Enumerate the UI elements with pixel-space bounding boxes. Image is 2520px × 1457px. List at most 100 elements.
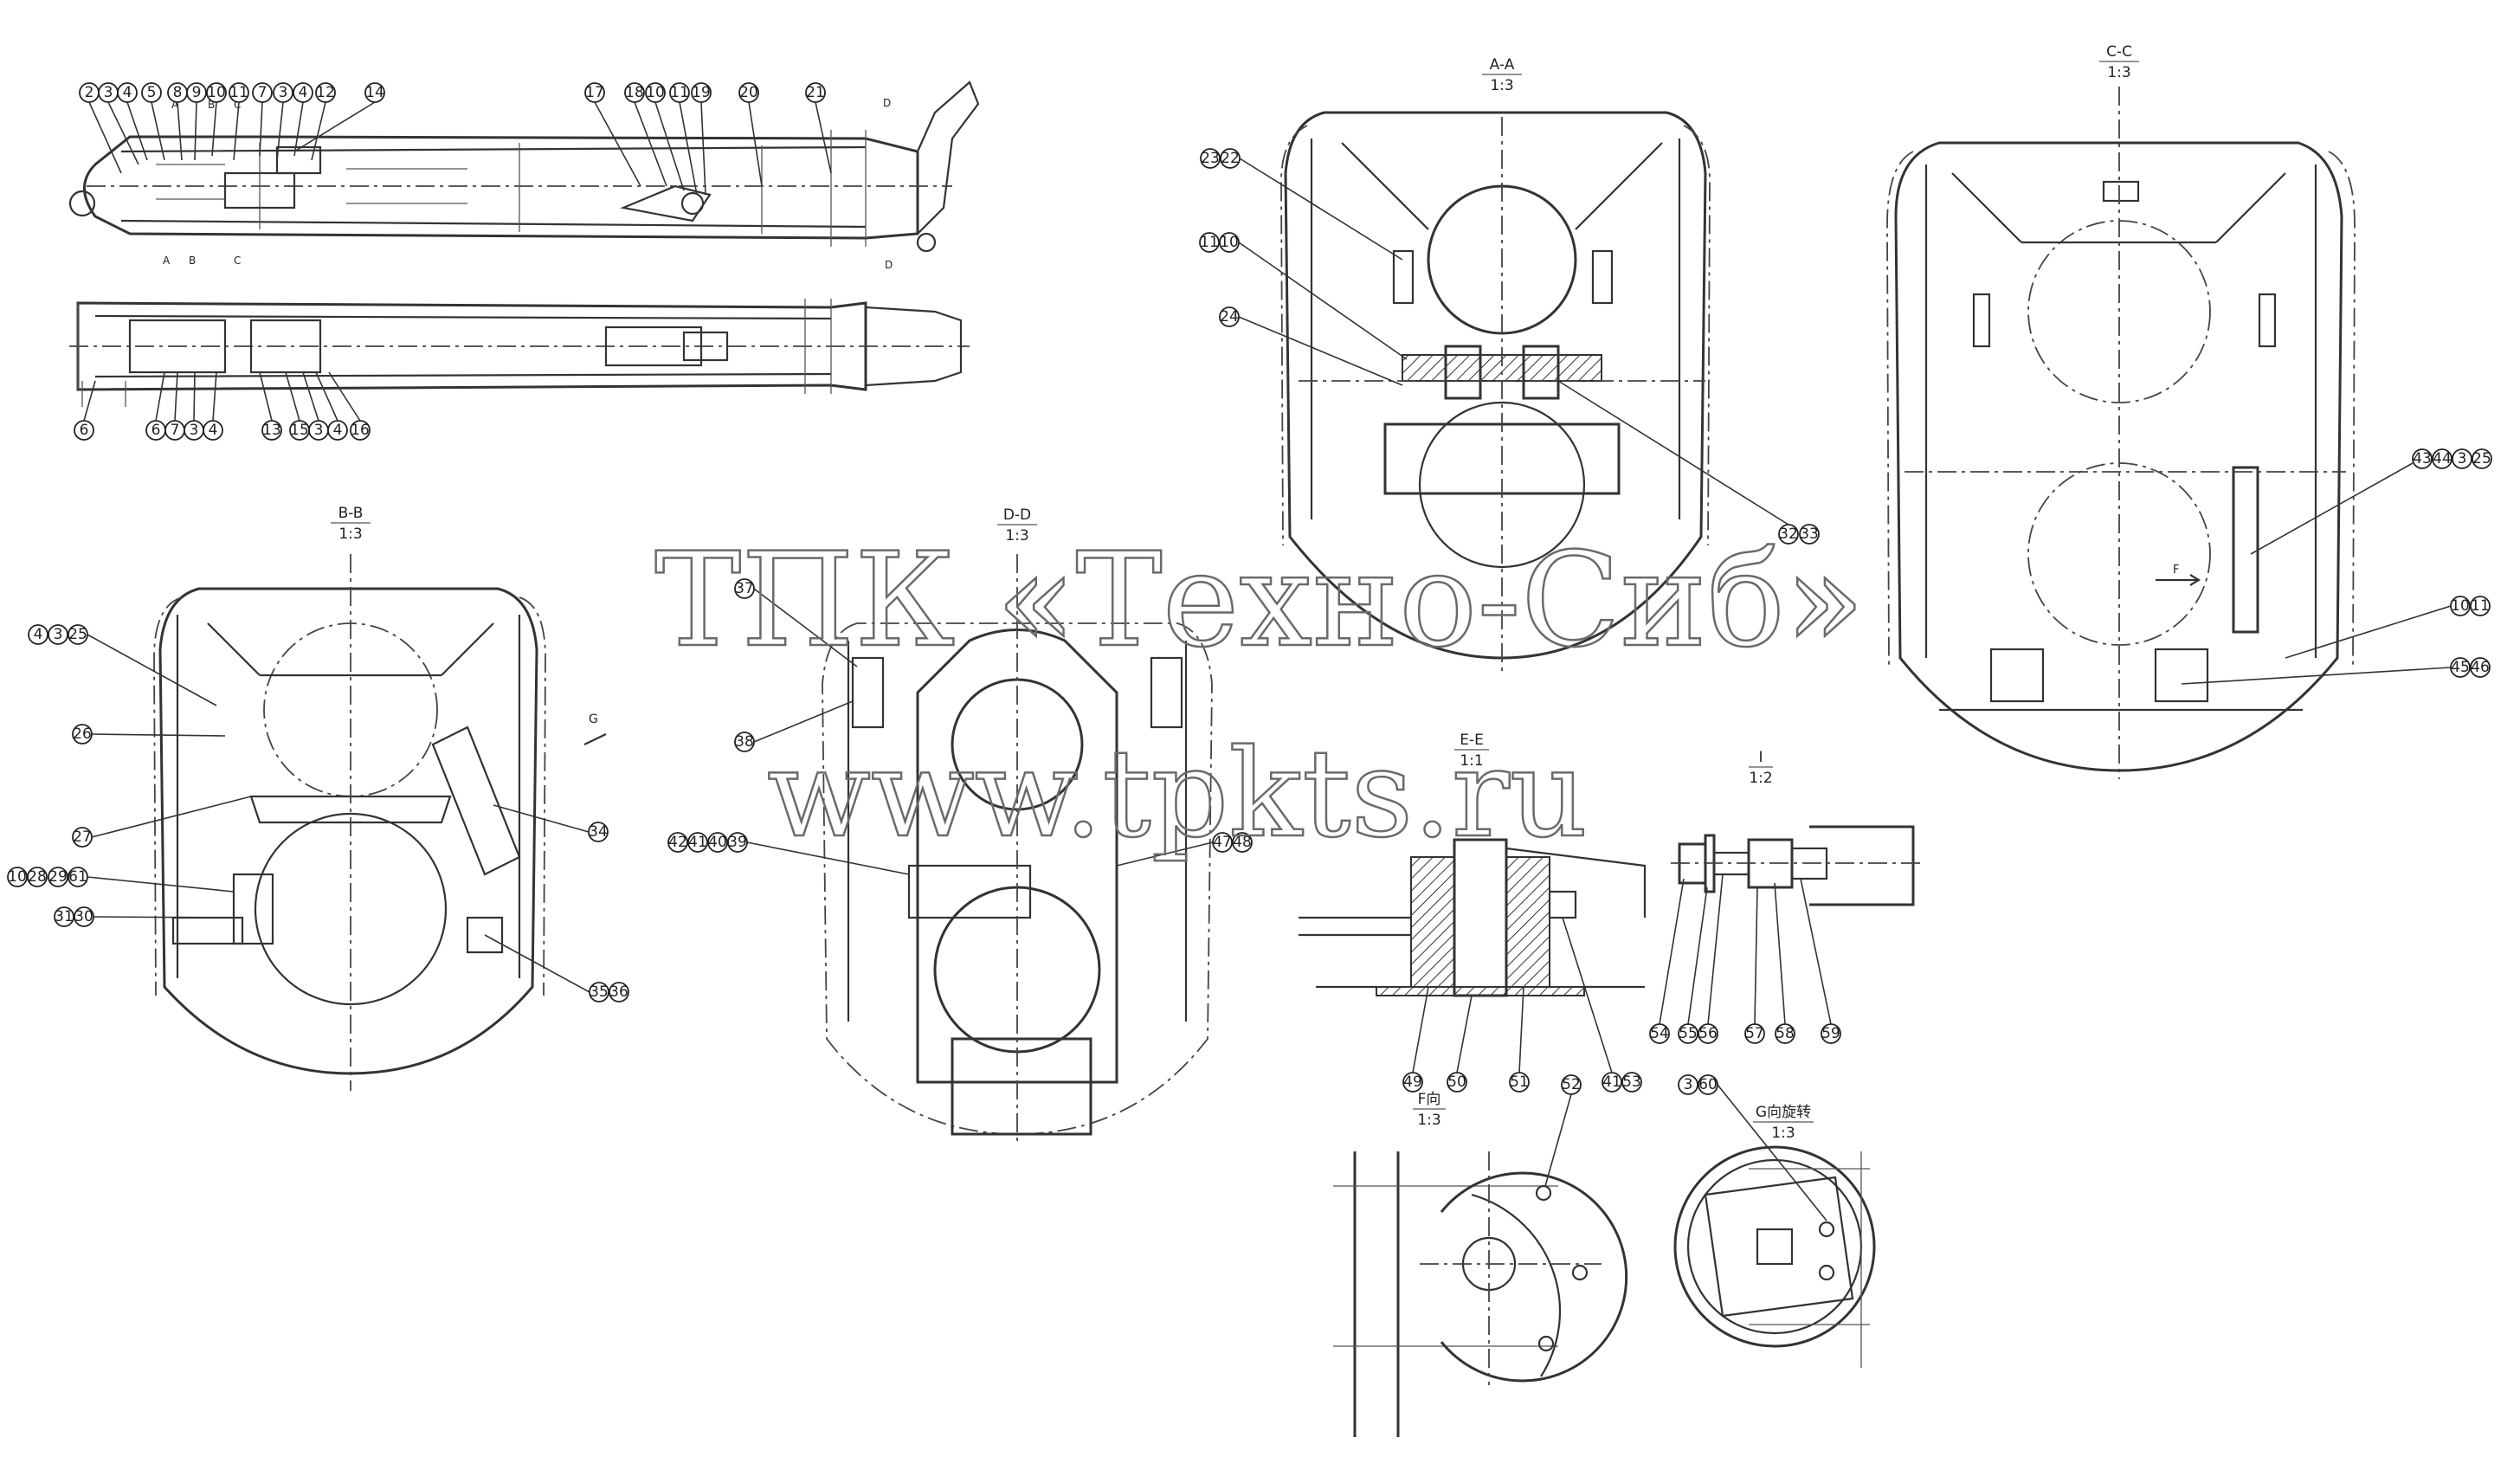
callout-bubble: 4 <box>117 82 138 103</box>
callout-bubble: 28 <box>27 867 48 887</box>
callout-bubble: 17 <box>584 82 605 103</box>
svg-text:60: 60 <box>1698 1076 1718 1093</box>
detail-i-title: I <box>1758 749 1763 766</box>
callout-bubble: 8 <box>167 82 188 103</box>
leaders-a-a <box>1238 158 1789 525</box>
svg-text:30: 30 <box>74 908 93 925</box>
svg-text:10: 10 <box>8 868 27 886</box>
callout-bubble: 25 <box>2472 448 2492 469</box>
svg-text:35: 35 <box>590 983 609 1001</box>
callout-bubble: 14 <box>364 82 385 103</box>
callouts-e-e: 49 50 51 41 53 <box>1402 1072 1642 1093</box>
callout-bubble: 22 <box>1220 148 1241 169</box>
section-a-a-scale: 1:3 <box>1490 77 1513 94</box>
callout-bubble: 29 <box>48 867 68 887</box>
svg-text:3: 3 <box>2458 450 2467 467</box>
svg-text:11: 11 <box>1200 234 1219 251</box>
svg-text:49: 49 <box>1403 1073 1422 1091</box>
svg-text:45: 45 <box>2451 659 2470 676</box>
section-e-e-title: E-E <box>1460 732 1484 749</box>
section-marker-c-bottom: C <box>234 255 241 267</box>
callout-bubble: 11 <box>2470 596 2491 616</box>
svg-text:29: 29 <box>48 868 68 886</box>
svg-text:27: 27 <box>73 828 92 846</box>
leaders-view-g <box>1717 1084 1827 1222</box>
leaders-detail-i <box>1659 874 1832 1025</box>
callout-bubble: 11 <box>1199 232 1220 253</box>
callout-bubble: 56 <box>1698 1023 1718 1044</box>
callout-bubble: 51 <box>1509 1072 1530 1093</box>
svg-text:6: 6 <box>151 422 161 439</box>
leaders-top-row <box>88 101 832 196</box>
svg-text:37: 37 <box>735 580 754 597</box>
svg-text:41: 41 <box>688 834 707 851</box>
svg-text:4: 4 <box>333 422 343 439</box>
svg-text:11: 11 <box>2471 597 2490 615</box>
callout-bubble: 16 <box>350 420 371 441</box>
svg-text:54: 54 <box>1650 1025 1669 1042</box>
section-d-d-title: D-D <box>1003 506 1031 524</box>
section-c-c-title: C-C <box>2106 43 2132 61</box>
callout-bubble: 3 <box>98 82 119 103</box>
section-marker-a-bottom: A <box>163 255 171 267</box>
svg-text:20: 20 <box>739 84 758 101</box>
boom-plan-view <box>69 299 970 407</box>
callout-bubble: 42 <box>667 832 688 853</box>
svg-text:57: 57 <box>1745 1025 1764 1042</box>
section-b-b: B-B 1:3 G <box>153 505 607 1091</box>
view-marker-f: F <box>2173 564 2179 577</box>
svg-text:48: 48 <box>1233 834 1252 851</box>
callout-bubble: 46 <box>2470 657 2491 678</box>
watermark-website: www.tpkts.ru <box>767 724 1588 865</box>
callouts-view-g: 3 60 <box>1678 1074 1718 1095</box>
leaders-view-f <box>1544 1093 1572 1187</box>
boom-side-view: A B C D A B C D <box>68 81 980 271</box>
leaders-c-c <box>2181 462 2452 685</box>
callout-bubble: 18 <box>624 82 645 103</box>
svg-text:10: 10 <box>207 84 226 101</box>
section-marker-b-bottom: B <box>189 255 196 267</box>
callout-bubble: 27 <box>72 827 93 848</box>
callout-bubble: 21 <box>805 82 826 103</box>
callout-bubble: 10 <box>645 82 666 103</box>
callout-bubble: 4 <box>28 624 48 645</box>
callout-bubble: 38 <box>734 732 755 752</box>
section-marker-c-top: C <box>234 99 241 111</box>
svg-text:13: 13 <box>262 422 281 439</box>
callout-bubble: 12 <box>315 82 336 103</box>
section-marker-a-top: A <box>171 99 179 111</box>
callout-bubble: 58 <box>1775 1023 1795 1044</box>
callout-bubble: 20 <box>738 82 759 103</box>
svg-text:58: 58 <box>1776 1025 1795 1042</box>
callout-bubble: 41 <box>687 832 708 853</box>
svg-text:51: 51 <box>1510 1073 1529 1091</box>
svg-text:3: 3 <box>54 626 63 643</box>
callout-bubble: 9 <box>186 82 207 103</box>
svg-text:4: 4 <box>123 84 132 101</box>
callout-bubble: 32 <box>1778 524 1799 545</box>
svg-text:5: 5 <box>147 84 157 101</box>
svg-text:7: 7 <box>171 422 180 439</box>
callout-bubble: 53 <box>1621 1072 1642 1093</box>
svg-text:8: 8 <box>173 84 183 101</box>
view-g-scale: 1:3 <box>1771 1125 1795 1142</box>
leaders-e-e <box>1412 917 1613 1073</box>
callout-bubble: 57 <box>1744 1023 1765 1044</box>
section-c-c: C-C 1:3 F <box>1886 43 2356 779</box>
callouts-detail-i: 54 55 56 57 58 59 <box>1649 1023 1841 1044</box>
svg-text:47: 47 <box>1213 834 1232 851</box>
svg-text:23: 23 <box>1201 150 1220 167</box>
svg-text:46: 46 <box>2471 659 2490 676</box>
callout-bubble: 10 <box>1219 232 1240 253</box>
callouts-b-b: 4 3 25 26 27 10 28 29 61 31 30 34 35 36 <box>7 624 629 1002</box>
svg-text:25: 25 <box>68 626 87 643</box>
view-f-scale: 1:3 <box>1417 1112 1440 1129</box>
svg-text:12: 12 <box>316 84 335 101</box>
svg-text:4: 4 <box>34 626 43 643</box>
svg-text:10: 10 <box>2451 597 2470 615</box>
svg-text:15: 15 <box>290 422 309 439</box>
view-g: G向旋转 1:3 <box>1673 1104 1876 1368</box>
watermark-company: ТПК «Техно-Сиб» <box>654 525 1865 676</box>
callout-bubble: 3 <box>273 82 293 103</box>
